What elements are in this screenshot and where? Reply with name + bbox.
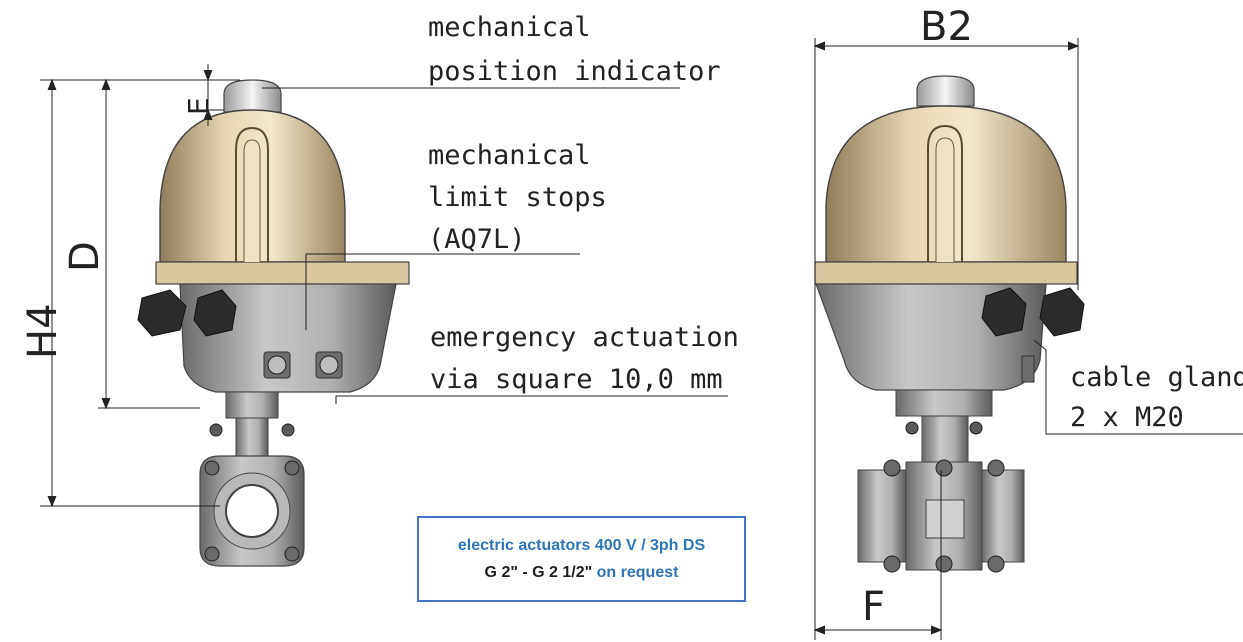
right-indicator-window [927,124,963,262]
right-cable-gland-2 [1039,287,1085,337]
dimension-d: D [62,241,108,272]
right-position-indicator-cap [916,75,975,107]
availability-note: electric actuators 400 V / 3ph DS G 2" -… [417,516,746,602]
label-position-indicator-line1: mechanical [428,12,591,43]
left-dimensions [40,64,728,508]
label-limit-stops-line1: mechanical [428,140,591,171]
left-cable-gland-1 [137,289,187,337]
left-valve-bore [225,484,279,538]
note-line-2: G 2" - G 2 1/2" on request [485,559,679,586]
right-valve-end-left [857,469,907,563]
left-indicator-window [235,126,269,262]
label-limit-stops-line3: (AQ7L) [428,224,526,255]
label-limit-stops-line2: limit stops [428,182,607,213]
note-size-range: G 2" - G 2 1/2" [484,564,593,581]
label-position-indicator-line2: position indicator [428,56,721,87]
left-actuator [137,79,410,567]
label-cable-gland-line2: 2 x M20 [1070,402,1184,433]
left-emergency-square-2 [319,355,339,375]
label-cable-gland-line1: cable gland [1070,362,1243,393]
left-stem [225,391,279,419]
dimension-e: E [182,97,215,115]
right-valve-end-right [981,469,1025,563]
right-dome-rim [814,261,1078,285]
left-position-indicator-cap [223,79,282,113]
right-stem [895,389,993,417]
note-on-request: on request [592,564,679,581]
dimension-f: F [862,584,885,630]
left-dome-rim [155,261,410,285]
right-dimensions [813,38,1243,640]
right-actuator [814,75,1085,573]
left-emergency-square-1 [267,355,287,375]
dimension-h4: H4 [20,303,66,359]
left-cable-gland-2 [193,289,237,337]
label-emergency-line2: via square 10,0 mm [430,364,723,395]
dimension-b2: B2 [920,4,973,50]
right-cable-gland-1 [981,287,1027,337]
note-line-1: electric actuators 400 V / 3ph DS [457,537,706,554]
label-emergency-line1: emergency actuation [430,322,739,353]
